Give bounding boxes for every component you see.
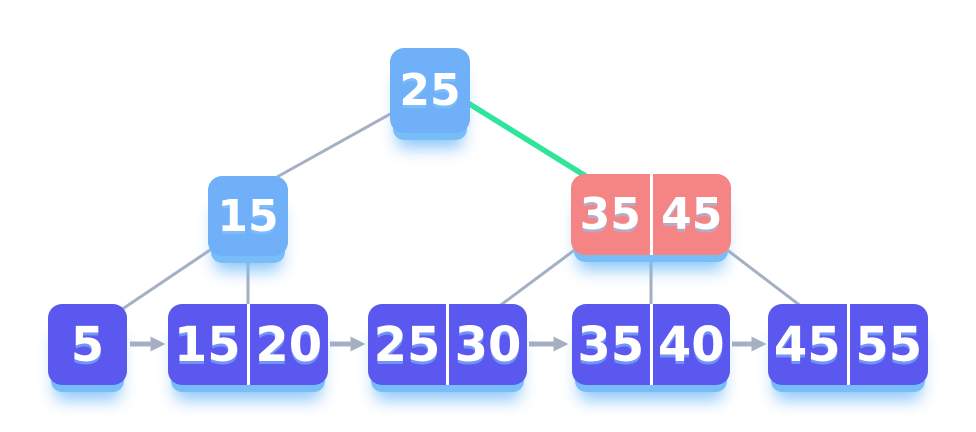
edge-root-to-internal-right-highlighted	[452, 92, 595, 183]
node-key-cell: 20	[246, 304, 329, 385]
tree-node-leaf-3: 25 30	[368, 304, 527, 385]
tree-node-internal-right-highlighted: 35 45	[571, 174, 731, 255]
tree-node-internal-left: 15	[208, 176, 288, 256]
node-key-cell: 35	[577, 316, 645, 373]
tree-node-leaf-2: 15 20	[168, 304, 328, 385]
node-key-cell: 45	[773, 316, 841, 373]
node-key-cell: 55	[846, 304, 929, 385]
node-key-cell: 25	[399, 65, 461, 116]
node-key-cell: 15	[217, 190, 279, 242]
edge-root-to-internal-left	[266, 101, 412, 184]
node-key-cell: 40	[649, 304, 731, 385]
node-key-cell: 30	[446, 304, 527, 385]
node-key-cell: 25	[373, 316, 441, 373]
node-key-cell: 35	[579, 189, 641, 240]
tree-node-root: 25	[390, 48, 470, 133]
tree-node-leaf-5: 45 55	[768, 304, 928, 385]
node-key-cell: 5	[70, 316, 105, 373]
node-key-cell: 15	[173, 316, 241, 373]
edge-internal-right-to-leaf-5	[720, 244, 808, 312]
tree-node-leaf-4: 35 40	[572, 304, 730, 385]
edge-internal-left-to-leaf-1	[116, 244, 218, 314]
node-key-cell: 45	[649, 174, 732, 255]
tree-node-leaf-1: 5	[48, 304, 127, 385]
edge-internal-right-to-leaf-3	[492, 244, 582, 312]
